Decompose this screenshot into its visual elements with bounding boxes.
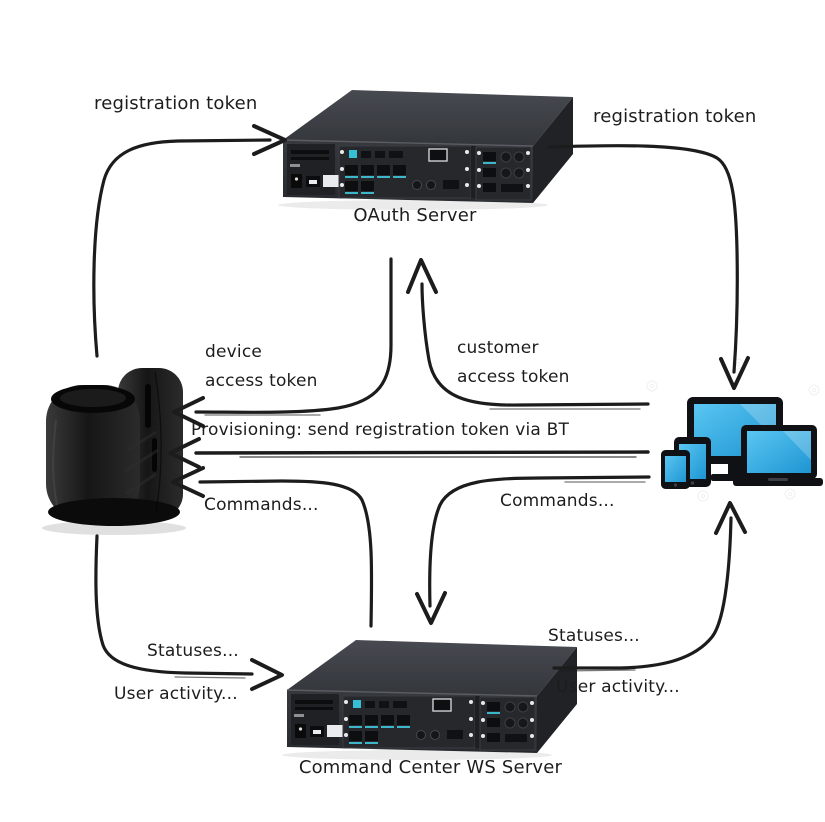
laptop-icon <box>733 425 823 486</box>
label-customer-access-token-line2: access token <box>457 367 570 387</box>
arrow-oauth-to-device <box>172 257 393 428</box>
label-customer-access-token-line1: customer <box>457 338 539 358</box>
label-commands-left: Commands... <box>204 495 319 515</box>
label-statuses-right: Statuses... <box>548 626 640 646</box>
label-device-access-token-line2: access token <box>205 371 318 391</box>
label-user-activity-left: User activity... <box>114 684 238 704</box>
label-device-access-token: device access token <box>205 338 318 396</box>
arrow-commandcenter-to-clients <box>552 501 747 672</box>
arrow-commandcenter-to-device <box>171 466 374 628</box>
label-provisioning: Provisioning: send registration token vi… <box>191 420 570 440</box>
client-devices-image <box>646 358 823 502</box>
label-commands-right: Commands... <box>500 491 615 511</box>
arrow-device-to-commandcenter <box>94 534 284 691</box>
arrow-provisioning-clients-to-device <box>168 437 650 469</box>
label-customer-access-token: customer access token <box>457 334 570 392</box>
device-image <box>42 368 186 535</box>
arrow-clients-to-commandcenter <box>415 475 651 625</box>
label-user-activity-right: User activity... <box>556 677 680 697</box>
label-command-center-ws-server: Command Center WS Server <box>298 757 563 778</box>
arrow-clients-to-oauth <box>406 258 650 410</box>
arrow-oauth-to-clients <box>547 144 750 390</box>
smartphone-icon <box>661 450 690 489</box>
arrow-device-to-oauth <box>92 124 287 358</box>
label-registration-token-right: registration token <box>593 106 757 127</box>
label-oauth-server: OAuth Server <box>353 205 477 226</box>
label-device-access-token-line1: device <box>205 342 263 362</box>
command-center-server-image <box>281 639 578 761</box>
oauth-server-image <box>277 89 574 211</box>
label-statuses-left: Statuses... <box>147 641 239 661</box>
label-registration-token-left: registration token <box>94 93 258 114</box>
